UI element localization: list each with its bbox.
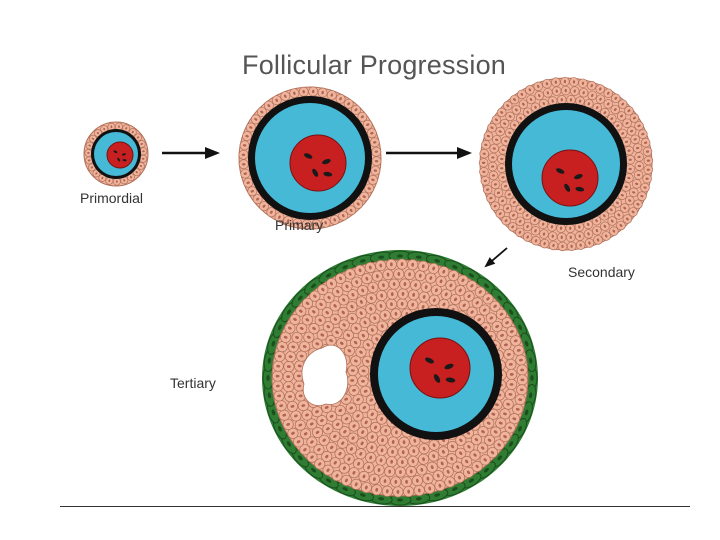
label-tertiary: Tertiary — [170, 375, 216, 391]
oocyte-nucleus — [541, 149, 599, 207]
bottom-divider — [60, 506, 690, 507]
diagram-title: Follicular Progression — [242, 50, 506, 80]
follicle-primary — [238, 86, 382, 230]
label-secondary: Secondary — [568, 264, 635, 280]
oocyte-nucleus — [409, 337, 471, 399]
oocyte-nucleus — [106, 141, 134, 169]
follicle-primordial — [83, 121, 149, 187]
antrum — [301, 344, 349, 406]
arrow-secondary-to-tertiary — [484, 247, 508, 268]
follicle-secondary — [478, 76, 654, 252]
oocyte-nucleus — [289, 134, 347, 192]
follicle-tertiary — [262, 250, 538, 506]
label-primary: Primary — [275, 217, 324, 233]
label-primordial: Primordial — [80, 190, 144, 206]
